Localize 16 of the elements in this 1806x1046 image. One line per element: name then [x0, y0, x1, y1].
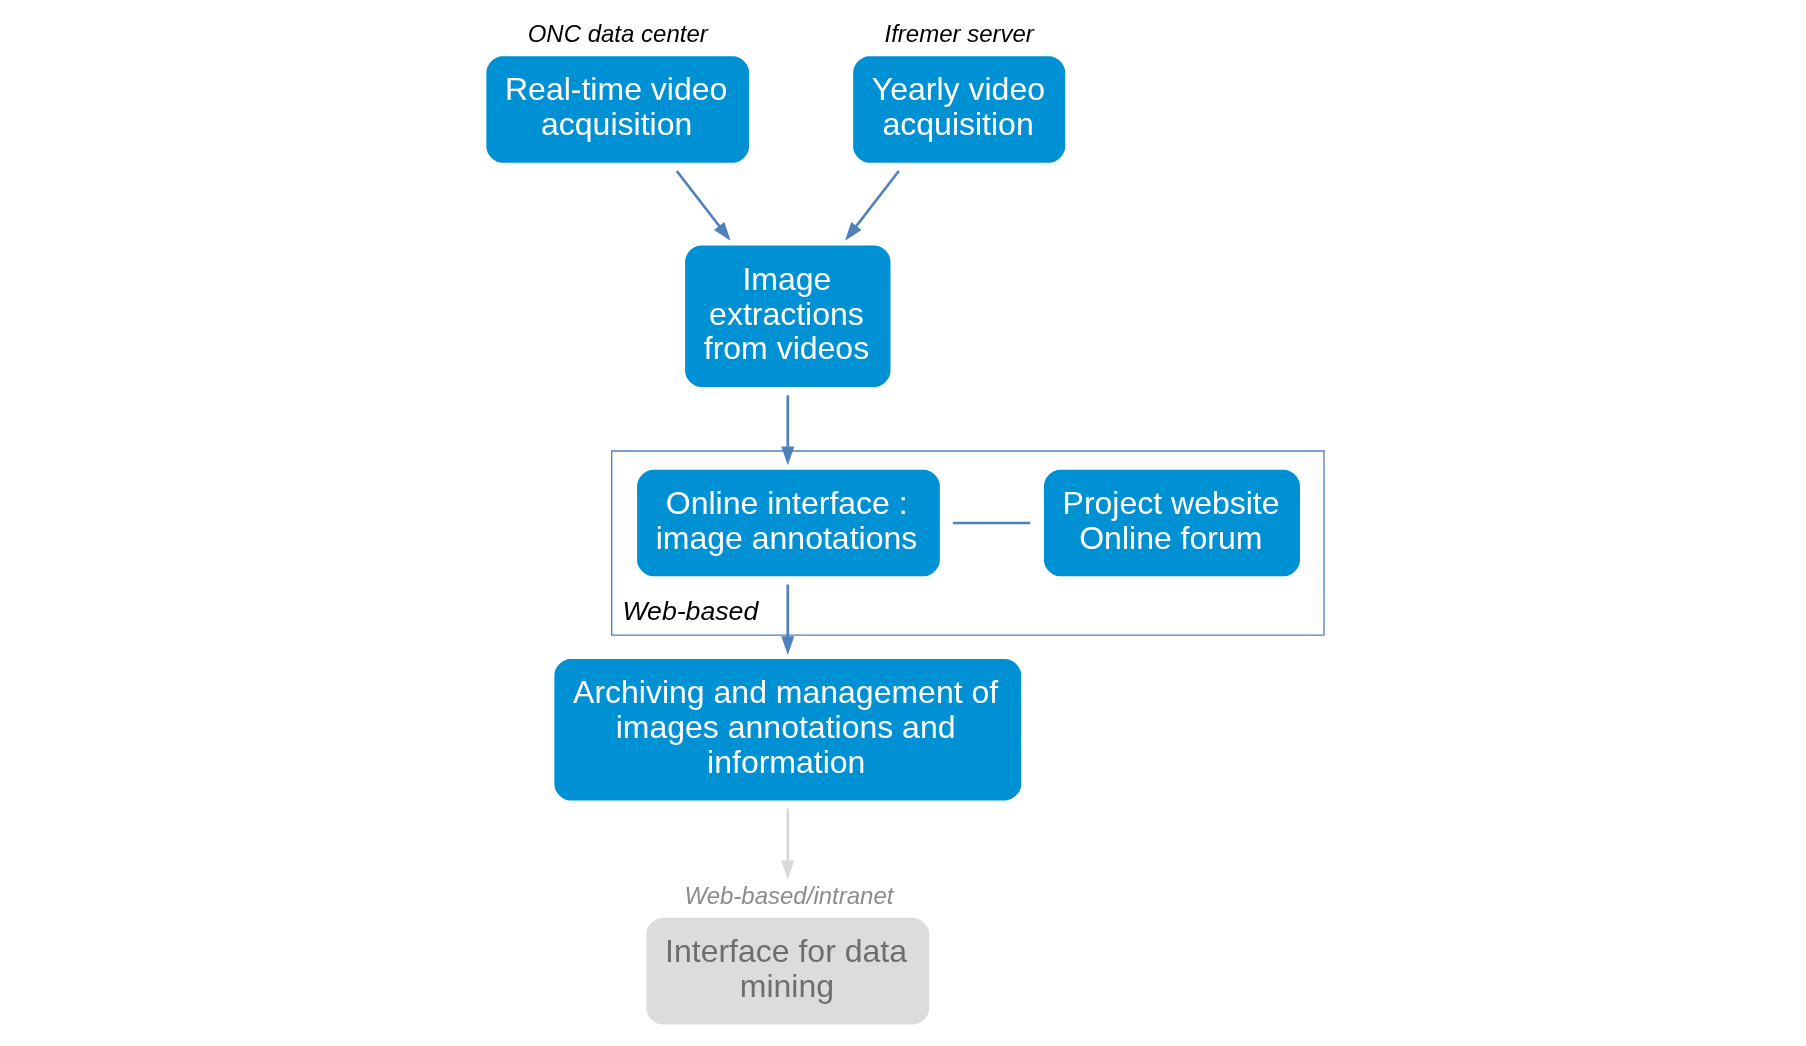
node-label: Ifremer server	[883, 20, 1034, 48]
arrow	[844, 170, 900, 241]
node-box: Online interface : image annotations	[636, 469, 940, 577]
node-box: Interface for data mining	[645, 917, 929, 1025]
connector	[952, 521, 1030, 525]
arrow	[780, 584, 794, 655]
arrow	[780, 808, 794, 880]
arrow	[675, 170, 731, 241]
node-box: Yearly video acquisition	[852, 56, 1065, 163]
arrow	[780, 395, 794, 466]
node-label: ONC data center	[527, 20, 708, 48]
node-box: Archiving and management of images annotations and information	[553, 659, 1021, 801]
node-label: Web-based/intranet	[683, 881, 893, 909]
node-box: Project website Online forum	[1043, 469, 1300, 577]
node-box: Image extractions from videos	[684, 245, 890, 387]
node-box: Real-time video acquisition	[485, 56, 749, 163]
